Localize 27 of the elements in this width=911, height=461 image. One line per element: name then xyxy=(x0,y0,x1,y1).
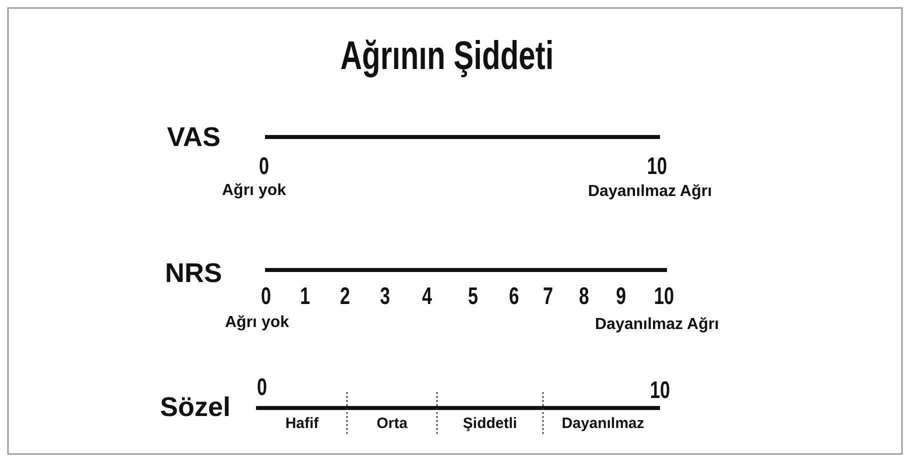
scale-number: 2 xyxy=(340,285,350,309)
anchor-label: Dayanılmaz Ağrı xyxy=(595,317,719,333)
scale-name: NRS xyxy=(165,260,222,287)
scale-number: 8 xyxy=(579,285,589,309)
scale-number: 9 xyxy=(616,285,626,309)
scale-name: VAS xyxy=(167,124,221,151)
anchor-label: Ağrı yok xyxy=(222,183,286,199)
scale-number: 0 xyxy=(257,376,267,400)
scale-number: 10 xyxy=(654,285,674,309)
scale-number: 10 xyxy=(646,155,668,179)
category-label: Şiddetli xyxy=(462,416,518,431)
category-label: Dayanılmaz xyxy=(562,416,644,431)
scale-number: 3 xyxy=(380,285,390,309)
anchor-label: Dayanılmaz Ağrı xyxy=(588,184,712,200)
scale-name: Sözel xyxy=(160,394,231,421)
scale-number: 6 xyxy=(509,285,519,309)
anchor-label: Ağrı yok xyxy=(225,315,290,331)
scale-number: 5 xyxy=(468,285,478,309)
scale-number: 7 xyxy=(543,285,553,309)
scale-number: 0 xyxy=(259,155,269,179)
scale-number: 1 xyxy=(300,285,310,309)
scale-number: 0 xyxy=(261,285,271,309)
scale-number: 10 xyxy=(650,379,670,403)
category-label: Orta xyxy=(376,416,408,431)
title: Ağrının Şiddeti xyxy=(340,36,554,76)
scale-number: 4 xyxy=(422,285,432,309)
category-label: Hafif xyxy=(285,416,319,431)
